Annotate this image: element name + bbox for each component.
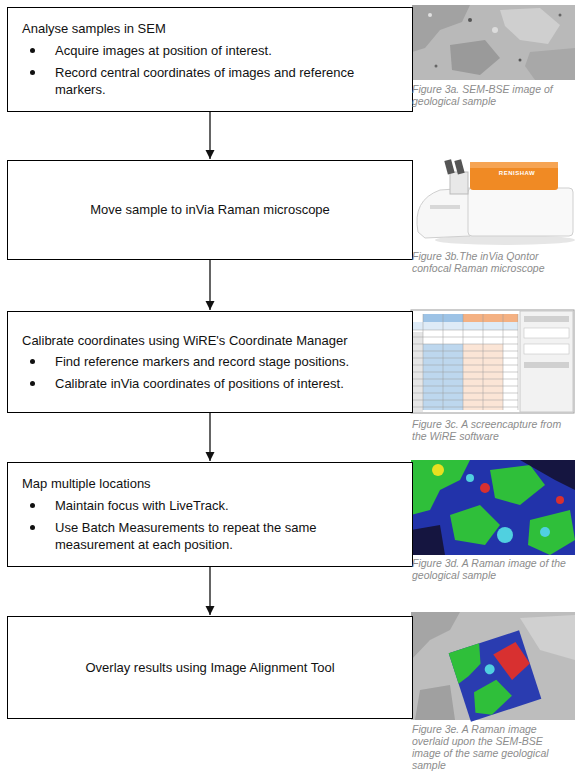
process-box: Analyse samples in SEM Acquire images at …: [7, 7, 413, 112]
flow-arrow: [209, 260, 210, 310]
box-heading: Calibrate coordinates using WiRE's Coord…: [22, 332, 398, 350]
process-box: Map multiple locationsMaintain focus wit…: [7, 462, 413, 567]
box-heading: Map multiple locations: [22, 475, 398, 493]
bullet-dot: [30, 503, 35, 508]
bullet-text: Use Batch Measurements to repeat the sam…: [55, 519, 398, 554]
bullet-row: Find reference markers and record stage …: [22, 353, 398, 371]
brand-mark: RENISHAW: [487, 170, 547, 176]
bullet-dot: [30, 381, 35, 386]
bullet-text: Maintain focus with LiveTrack.: [55, 497, 229, 515]
bullet-text: Calibrate inVia coordinates of positions…: [55, 375, 344, 393]
bullet-row: Use Batch Measurements to repeat the sam…: [22, 519, 398, 554]
bullet-dot: [30, 359, 35, 364]
box-heading: Move sample to inVia Raman microscope: [90, 201, 330, 219]
process-box: Move sample to inVia Raman microscope: [7, 160, 413, 260]
bullet-row: Record central coordinates of images and…: [22, 64, 398, 99]
figure-caption: Figure 3e. A Raman image overlaid upon t…: [412, 723, 572, 771]
process-box: Overlay results using Image Alignment To…: [7, 616, 413, 719]
bullet-row: Acquire images at position of interest.: [22, 42, 398, 60]
bullet-dot: [30, 70, 35, 75]
figure-caption: Figure 3b.The inVia Qontor confocal Rama…: [412, 250, 572, 274]
box-heading: Analyse samples in SEM: [22, 20, 398, 38]
flow-arrow: [209, 413, 210, 461]
figure-caption: Figure 3c. A screencapture from the WiRE…: [412, 418, 574, 442]
box-heading: Overlay results using Image Alignment To…: [85, 659, 334, 677]
bullet-text: Acquire images at position of interest.: [55, 42, 272, 60]
bullet-dot: [30, 48, 35, 53]
figure-caption: Figure 3d. A Raman image of the geologic…: [412, 557, 572, 581]
flow-arrow: [209, 112, 210, 159]
bullet-text: Record central coordinates of images and…: [55, 64, 398, 99]
bullet-dot: [30, 525, 35, 530]
flow-arrow: [209, 567, 210, 615]
bullet-row: Calibrate inVia coordinates of positions…: [22, 375, 398, 393]
figure-caption: Figure 3a. SEM-BSE image of geological s…: [412, 83, 572, 107]
bullet-text: Find reference markers and record stage …: [55, 353, 349, 371]
bullet-row: Maintain focus with LiveTrack.: [22, 497, 398, 515]
process-box: Calibrate coordinates using WiRE's Coord…: [7, 311, 413, 413]
